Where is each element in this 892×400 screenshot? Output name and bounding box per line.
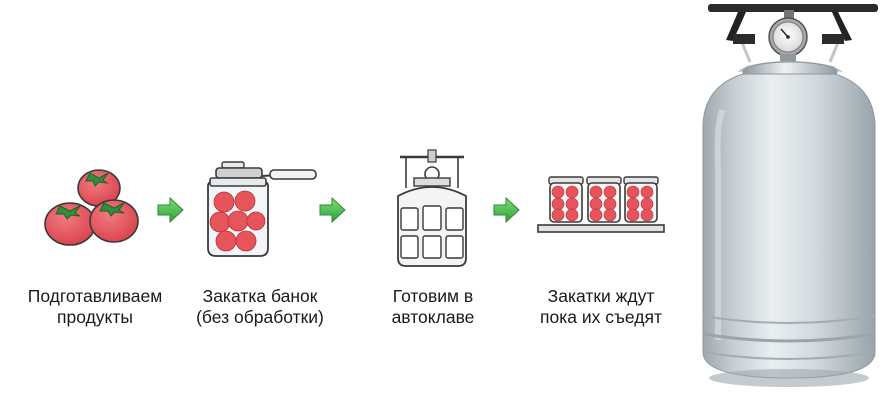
- step-4-label-line2: пока их съедят: [540, 307, 662, 327]
- jars-on-shelf-icon: [537, 176, 665, 233]
- step-2-label: Закатка банок (без обработки): [180, 286, 340, 328]
- step-1-label: Подготавливаем продукты: [20, 286, 170, 328]
- step-1-label-line1: Подготавливаем: [27, 286, 163, 306]
- step-1-label-line2: продукты: [57, 307, 133, 327]
- step-3-label-line2: автоклаве: [391, 307, 475, 327]
- step-3-label: Готовим в автоклаве: [368, 286, 498, 328]
- arrow-right-icon: [157, 196, 184, 224]
- jar-3: [623, 176, 659, 223]
- step-2-label-line1: Закатка банок: [202, 286, 318, 306]
- autoclave-product-photo: [702, 4, 878, 387]
- step-4-label: Закатки ждут пока их съедят: [526, 286, 676, 328]
- step-3-label-line1: Готовим в: [392, 286, 474, 306]
- jar-sealing-icon: [207, 161, 317, 257]
- arrow-right-icon: [493, 196, 520, 224]
- autoclave-icon: [397, 149, 467, 267]
- jar-1: [548, 176, 584, 223]
- arrow-right-icon: [319, 196, 346, 224]
- jar-2: [586, 176, 622, 223]
- step-2-label-line2: (без обработки): [196, 307, 324, 327]
- tomatoes-icon: [44, 169, 139, 246]
- step-4-label-line1: Закатки ждут: [547, 286, 655, 306]
